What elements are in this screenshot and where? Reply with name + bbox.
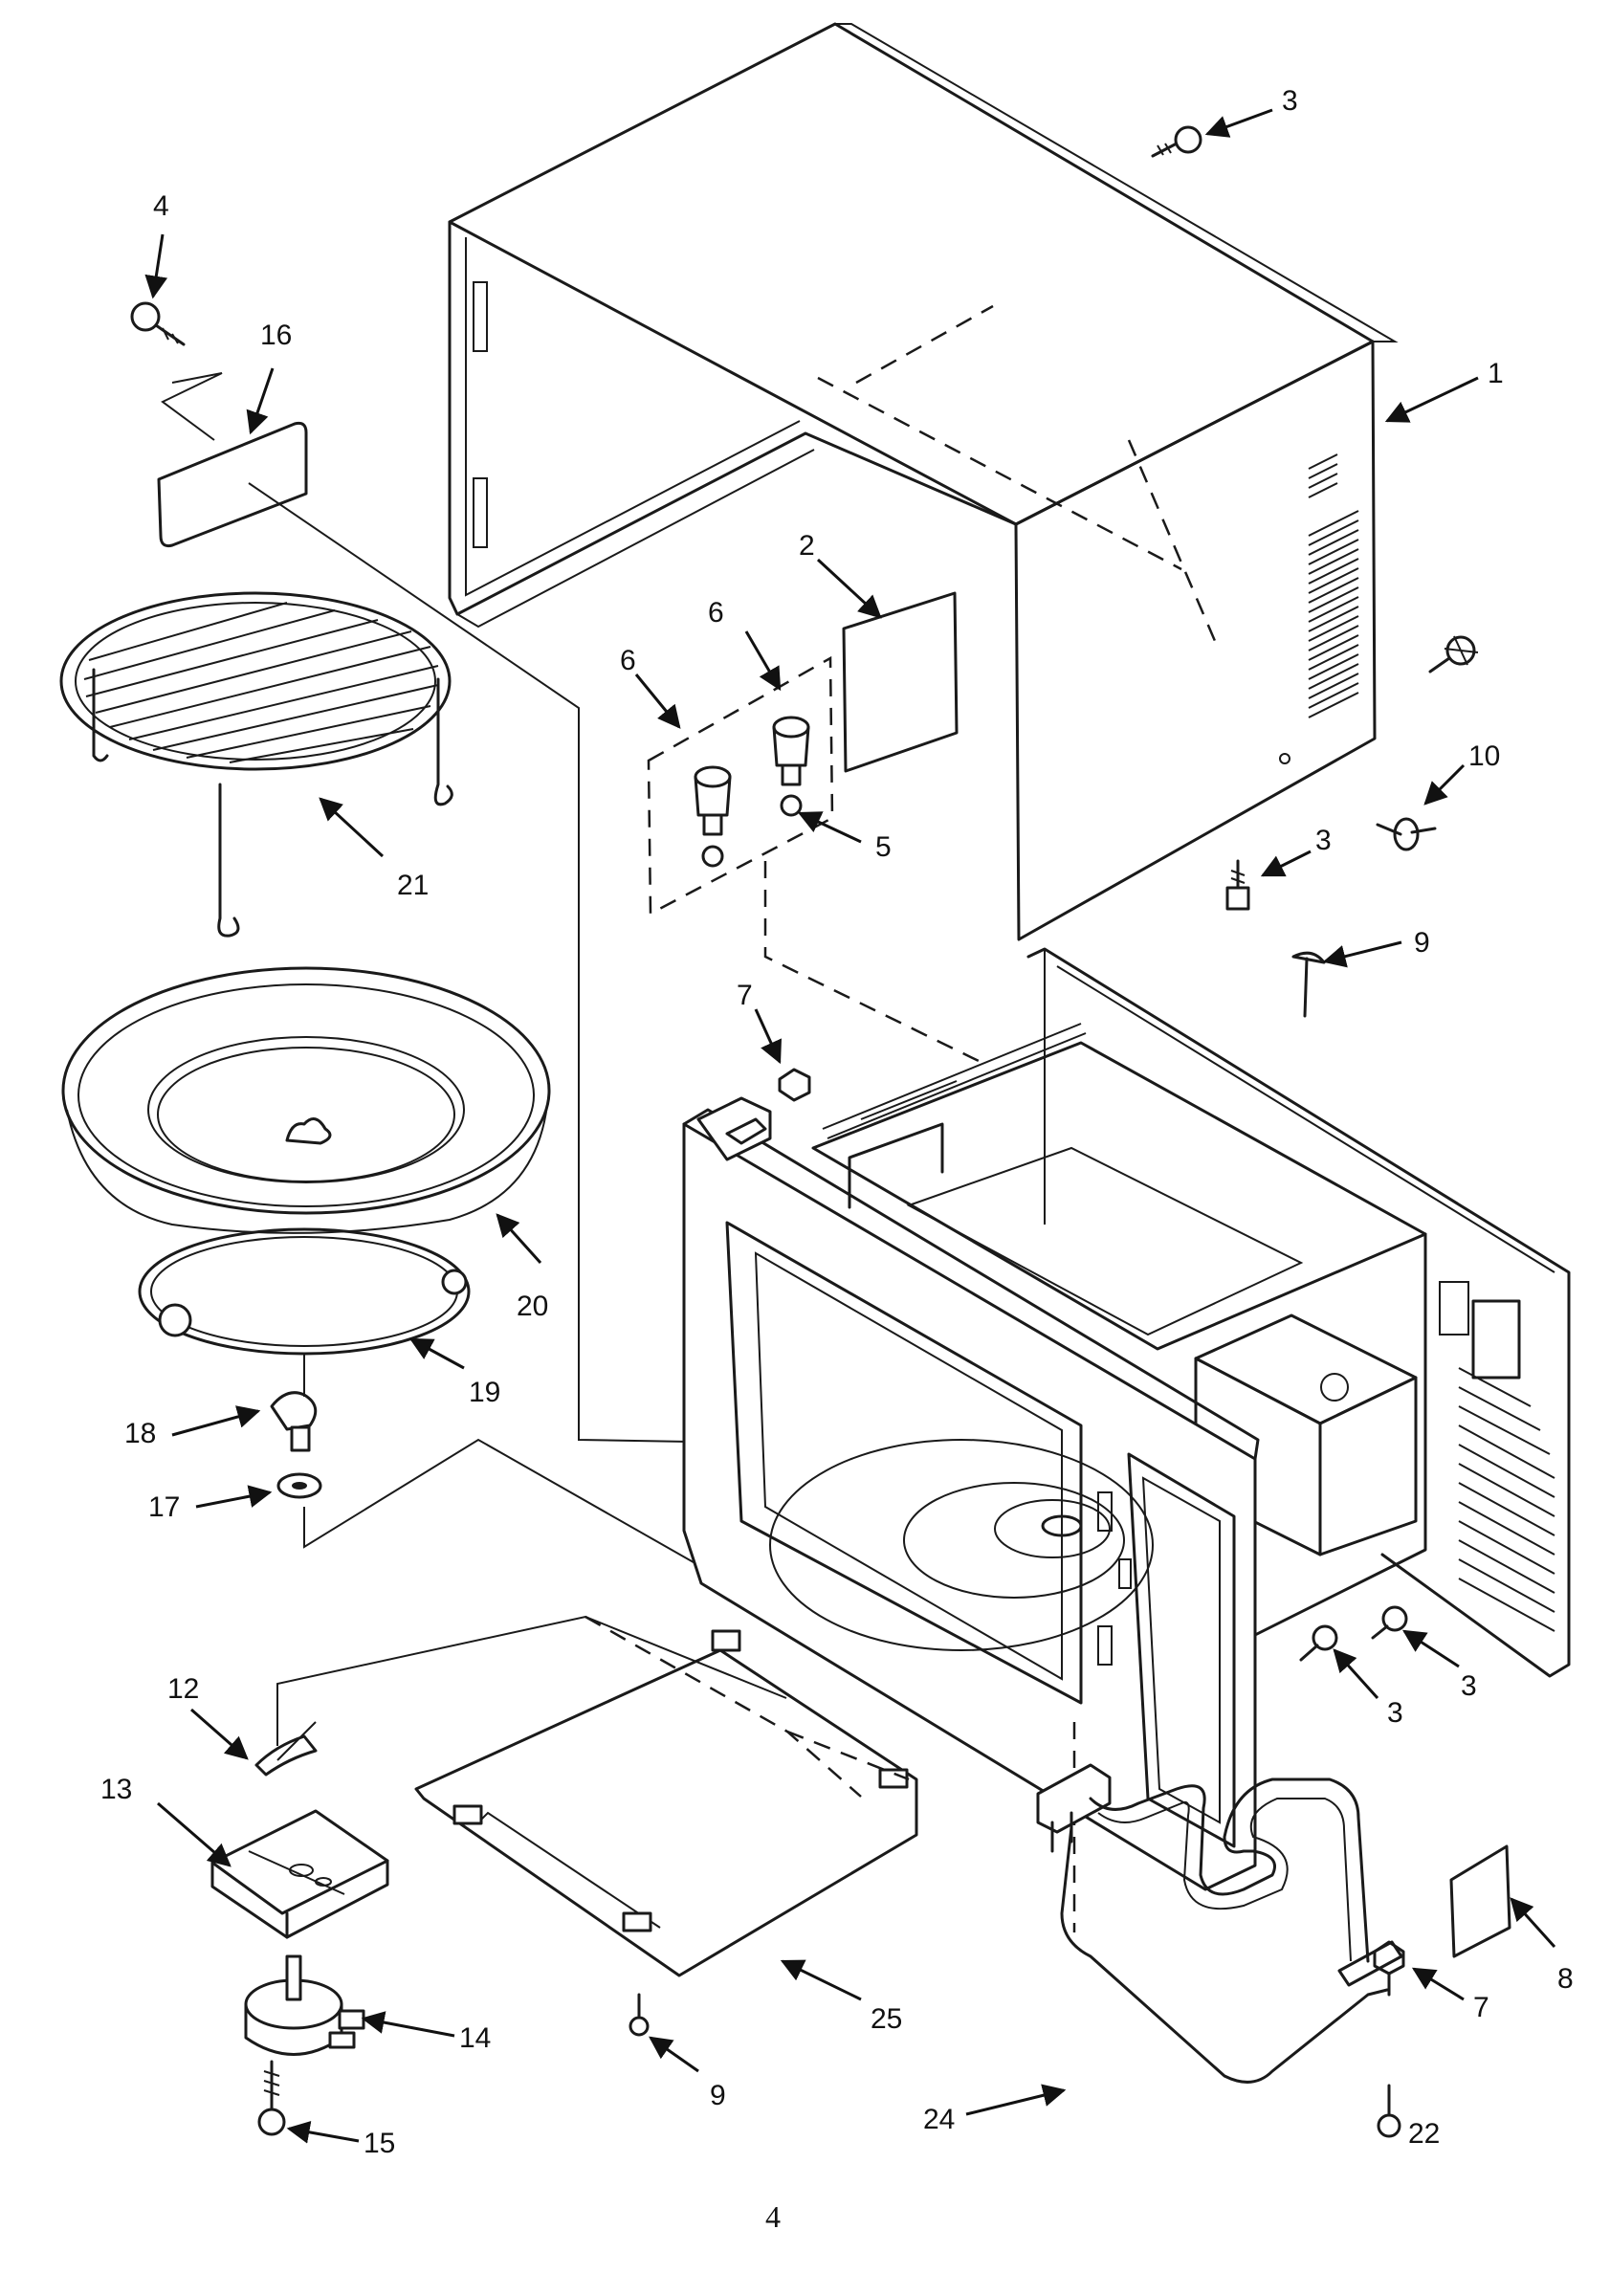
callout-8: 8	[1557, 1963, 1574, 1995]
callout-12: 12	[167, 1673, 199, 1705]
screw-3-top	[1151, 125, 1202, 158]
callout-25: 25	[871, 2003, 902, 2035]
callout-14: 14	[459, 2022, 491, 2054]
callout-18: 18	[124, 1418, 156, 1449]
callout-4: 4	[153, 190, 169, 222]
callout-7: 7	[1473, 1992, 1489, 2023]
callout-19: 19	[469, 1377, 500, 1408]
screw-4-top-left	[130, 301, 186, 346]
callout-labels: 1 2 3 3 3 3 4 5 6 6 7 7 8 9 9 10 12 13 1…	[100, 85, 1574, 2159]
front-frame	[682, 1096, 1260, 1891]
callout-3: 3	[1461, 1670, 1477, 1702]
callout-1: 1	[1488, 358, 1504, 389]
screw-3-mid	[1225, 859, 1250, 911]
rear-vents	[1439, 1281, 1555, 1632]
callout-17: 17	[148, 1491, 180, 1523]
bottom-plate	[276, 1615, 1076, 1977]
callout-15: 15	[364, 2128, 395, 2159]
leader-arrows	[144, 108, 1556, 2144]
callout-6: 6	[708, 597, 724, 629]
screw-right-side	[1428, 635, 1479, 673]
callout-13: 13	[100, 1774, 132, 1805]
roller-ring	[138, 1227, 471, 1356]
screw-22	[1377, 2084, 1401, 2138]
outer-cabinet	[448, 22, 1399, 941]
callout-21: 21	[397, 870, 429, 901]
callout-3: 3	[1282, 85, 1298, 117]
callout-5: 5	[875, 831, 892, 863]
label-plate	[842, 591, 959, 773]
callout-7: 7	[737, 980, 753, 1011]
spacer-10	[1376, 817, 1437, 851]
heating-element	[1036, 1763, 1403, 2084]
turntable-tray	[61, 966, 551, 1234]
callout-16: 16	[260, 320, 292, 351]
screw-15	[257, 2060, 286, 2136]
callout-2: 2	[799, 530, 815, 562]
screw-7-mid	[778, 1068, 811, 1102]
turntable-motor	[244, 1954, 365, 2056]
plate-8	[1449, 1844, 1511, 1958]
vent-slots	[1308, 453, 1359, 718]
coupler	[270, 1391, 318, 1452]
cooking-rack	[59, 591, 453, 938]
screw-9-top	[1291, 951, 1326, 1018]
callout-3: 3	[1315, 825, 1332, 856]
callout-9: 9	[710, 2080, 726, 2111]
callout-22: 22	[1408, 2118, 1440, 2150]
lamp-socket-group	[647, 655, 981, 1064]
page-number: 4	[765, 2199, 781, 2234]
callout-24: 24	[923, 2104, 955, 2135]
screws-3-bottom	[1299, 1605, 1408, 1662]
callout-20: 20	[517, 1291, 548, 1322]
washer	[276, 1472, 322, 1499]
callout-10: 10	[1468, 740, 1500, 772]
spring-clip	[254, 1721, 318, 1777]
cover-plate-16	[157, 421, 308, 547]
screw-9-bottom	[629, 1993, 650, 2037]
callout-6: 6	[620, 645, 636, 676]
callout-3: 3	[1387, 1697, 1403, 1729]
motor-bracket	[210, 1809, 389, 1939]
callout-9: 9	[1414, 927, 1430, 959]
